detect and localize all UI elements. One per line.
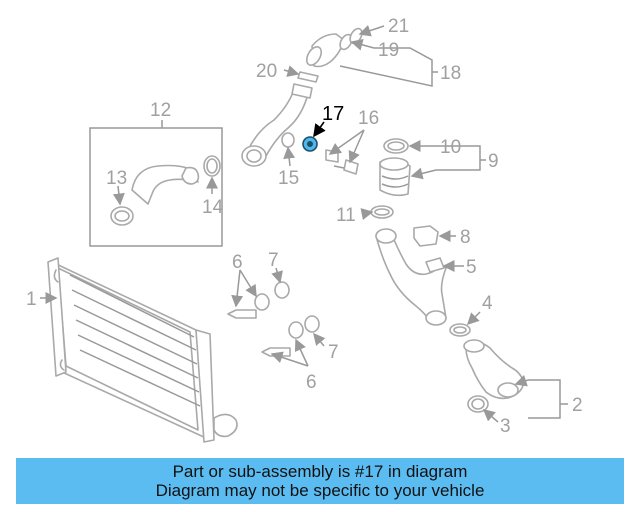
callout-10: 10 [440, 137, 461, 158]
banner-line-1: Part or sub-assembly is #17 in diagram [172, 462, 468, 481]
hose-part-9 [379, 157, 411, 197]
callout-6-lower: 6 [306, 372, 317, 393]
leader-lines [40, 24, 568, 423]
o-ring-part-19 [339, 33, 353, 51]
clamp-part-3 [467, 395, 489, 413]
callout-19: 19 [378, 40, 399, 61]
sensor-part-8 [413, 225, 439, 247]
gasket-part-20 [297, 71, 319, 83]
callout-15: 15 [278, 168, 299, 189]
intercooler-part-1 [47, 257, 238, 443]
part-info-banner: Part or sub-assembly is #17 in diagram D… [16, 458, 624, 504]
assembly-12-box [89, 127, 223, 247]
callout-5: 5 [466, 257, 477, 278]
o-ring-part-4 [449, 323, 471, 337]
pipe-connector-part-18 [305, 33, 345, 68]
charge-pipe-upper [241, 83, 313, 167]
bushing-part-7-upper [274, 281, 290, 299]
callout-7-lower: 7 [328, 342, 339, 363]
o-ring-part-14 [203, 155, 221, 177]
callout-1: 1 [26, 289, 37, 310]
callout-21: 21 [388, 16, 409, 37]
banner-line-2: Diagram may not be specific to your vehi… [155, 481, 485, 500]
callout-2: 2 [572, 395, 583, 416]
callout-18: 18 [440, 63, 461, 84]
clamp-part-11 [370, 205, 394, 219]
callout-14: 14 [202, 197, 224, 218]
callout-13: 13 [106, 168, 127, 189]
callout-20: 20 [256, 61, 277, 82]
clamp-part-10 [383, 138, 409, 154]
callout-17-highlighted: 17 [322, 103, 344, 125]
callout-8: 8 [460, 227, 471, 248]
bushing-part-7-lower [304, 315, 320, 333]
bolt-part-6-lower [261, 321, 304, 357]
parts-diagram: 1 2 3 4 5 6 6 7 7 8 9 10 11 12 13 14 15 … [26, 16, 583, 443]
callout-6-upper: 6 [232, 252, 243, 273]
callout-12: 12 [150, 100, 171, 121]
callout-4: 4 [482, 293, 493, 314]
callout-11: 11 [336, 205, 356, 226]
bolt-part-6-upper [227, 293, 270, 319]
hose-part-2 [463, 339, 525, 400]
hose-part-13 [110, 164, 200, 226]
charge-pipe-part-5 [375, 228, 447, 326]
callout-3: 3 [500, 416, 511, 437]
part-17-highlighted [302, 136, 318, 152]
callout-7-upper: 7 [268, 250, 279, 271]
callout-16: 16 [358, 108, 379, 129]
callout-9: 9 [488, 151, 499, 172]
